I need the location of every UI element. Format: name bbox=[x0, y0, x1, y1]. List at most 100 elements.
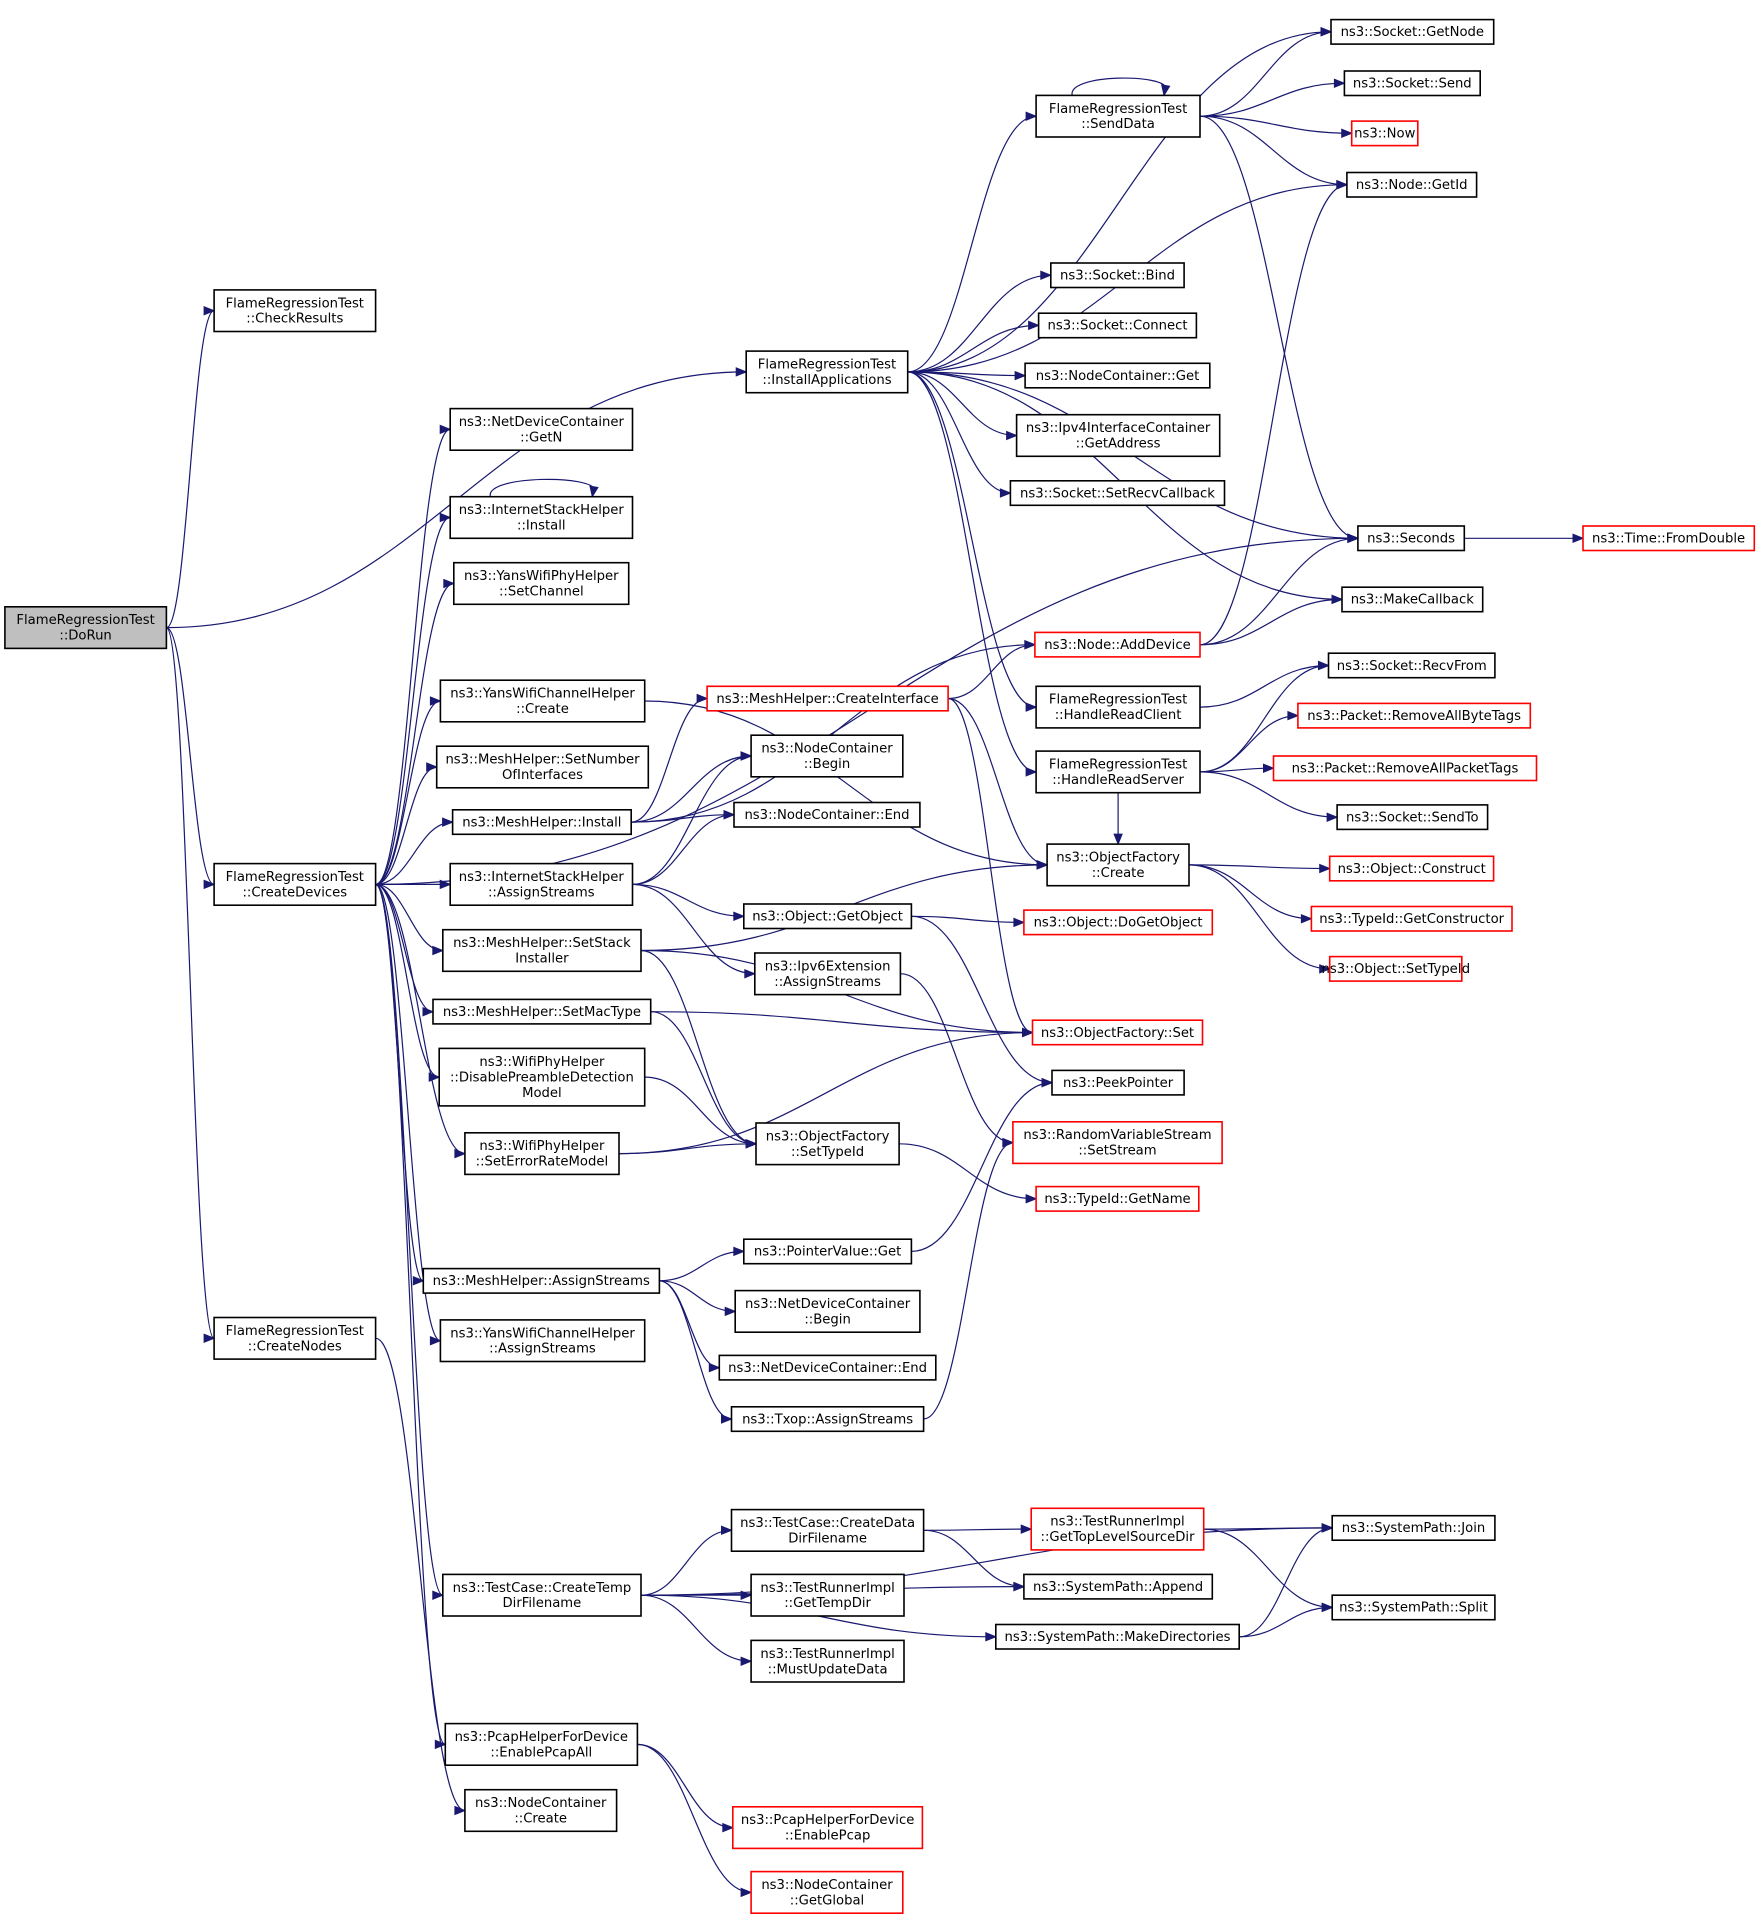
node-obj_construct[interactable]: ns3::Object::Construct bbox=[1328, 855, 1495, 882]
node-time_fromdouble[interactable]: ns3::Time::FromDouble bbox=[1582, 525, 1756, 552]
node-mh_setmac[interactable]: ns3::MeshHelper::SetMacType bbox=[432, 998, 652, 1025]
node-peekpointer[interactable]: ns3::PeekPointer bbox=[1051, 1069, 1185, 1096]
node-node_getid[interactable]: ns3::Node::GetId bbox=[1346, 171, 1478, 198]
node-node_adddevice[interactable]: ns3::Node::AddDevice bbox=[1034, 631, 1201, 658]
node-createdevices[interactable]: FlameRegressionTest::CreateDevices bbox=[213, 862, 377, 906]
edge-path bbox=[900, 973, 1013, 1144]
node-label: ns3::Socket::Connect bbox=[1047, 319, 1187, 334]
node-phfd_enable[interactable]: ns3::PcapHelperForDevice::EnablePcap bbox=[731, 1806, 924, 1850]
edge-arrowhead bbox=[733, 1246, 746, 1257]
node-wph_disable[interactable]: ns3::WifiPhyHelper::DisablePreambleDetec… bbox=[438, 1047, 646, 1107]
edge-path bbox=[1200, 115, 1347, 186]
node-label: ns3::SystemPath::Split bbox=[1339, 1601, 1488, 1616]
node-nc_getglobal[interactable]: ns3::NodeContainer::GetGlobal bbox=[750, 1870, 904, 1914]
node-sock_getnode[interactable]: ns3::Socket::GetNode bbox=[1330, 18, 1495, 45]
node-nc_begin[interactable]: ns3::NodeContainer::Begin bbox=[750, 734, 904, 778]
node-ywch_assign[interactable]: ns3::YansWifiChannelHelper::AssignStream… bbox=[439, 1319, 646, 1363]
node-label: ns3::WifiPhyHelper bbox=[479, 1139, 605, 1154]
node-ish_assign[interactable]: ns3::InternetStackHelper::AssignStreams bbox=[449, 862, 634, 906]
node-createnodes[interactable]: FlameRegressionTest::CreateNodes bbox=[213, 1316, 377, 1360]
node-tri_gettemp[interactable]: ns3::TestRunnerImpl::GetTempDir bbox=[750, 1573, 905, 1617]
node-senddata[interactable]: FlameRegressionTest::SendData bbox=[1035, 94, 1201, 138]
node-sp_makedirs[interactable]: ns3::SystemPath::MakeDirectories bbox=[994, 1623, 1240, 1650]
node-of_create[interactable]: ns3::ObjectFactory::Create bbox=[1046, 843, 1190, 887]
node-sp_split[interactable]: ns3::SystemPath::Split bbox=[1331, 1594, 1496, 1621]
node-label: ::GetTempDir bbox=[784, 1596, 871, 1611]
node-pkt_rmpacket[interactable]: ns3::Packet::RemoveAllPacketTags bbox=[1272, 755, 1538, 782]
node-box bbox=[441, 928, 642, 973]
node-pkt_rmbyte[interactable]: ns3::Packet::RemoveAllByteTags bbox=[1297, 702, 1532, 729]
node-mh_install[interactable]: ns3::MeshHelper::Install bbox=[451, 808, 633, 836]
node-obj_dogetobject[interactable]: ns3::Object::DoGetObject bbox=[1023, 909, 1214, 936]
node-phfd_enableall[interactable]: ns3::PcapHelperForDevice::EnablePcapAll bbox=[444, 1722, 639, 1766]
node-obj_getobject[interactable]: ns3::Object::GetObject bbox=[742, 903, 913, 930]
node-label: ns3::TypeId::GetConstructor bbox=[1319, 912, 1504, 927]
edge-arrowhead bbox=[454, 1805, 467, 1816]
node-obj_settypeid[interactable]: ns3::Object::SetTypeId bbox=[1322, 955, 1471, 982]
node-sp_append[interactable]: ns3::SystemPath::Append bbox=[1023, 1573, 1214, 1600]
node-label: ::SendData bbox=[1081, 117, 1155, 132]
node-label: ns3::MeshHelper::SetMacType bbox=[443, 1005, 641, 1020]
node-of_set[interactable]: ns3::ObjectFactory::Set bbox=[1031, 1019, 1204, 1046]
node-seconds[interactable]: ns3::Seconds bbox=[1357, 525, 1466, 552]
edge-createdevices-to-ywch_create bbox=[375, 696, 442, 885]
node-label: ns3::YansWifiChannelHelper bbox=[450, 1326, 635, 1341]
node-sock_setrecv[interactable]: ns3::Socket::SetRecvCallback bbox=[1009, 479, 1226, 507]
node-checkresults[interactable]: FlameRegressionTest::CheckResults bbox=[213, 289, 377, 333]
node-ndc_getn[interactable]: ns3::NetDeviceContainer::GetN bbox=[449, 407, 634, 452]
node-txop_assign[interactable]: ns3::Txop::AssignStreams bbox=[730, 1406, 925, 1433]
edge-txop_assign-to-rvs_setstream bbox=[923, 1137, 1015, 1420]
edge-arrowhead bbox=[1013, 1581, 1026, 1592]
node-tri_gettoplevel[interactable]: ns3::TestRunnerImpl::GetTopLevelSourceDi… bbox=[1030, 1507, 1205, 1551]
node-installapps[interactable]: FlameRegressionTest::InstallApplications bbox=[745, 350, 909, 394]
node-ndc_end[interactable]: ns3::NetDeviceContainer::End bbox=[718, 1354, 937, 1381]
node-nc_create[interactable]: ns3::NodeContainer::Create bbox=[464, 1788, 618, 1833]
node-makecallback[interactable]: ns3::MakeCallback bbox=[1341, 586, 1484, 613]
edge-path bbox=[907, 371, 1017, 437]
node-sock_bind[interactable]: ns3::Socket::Bind bbox=[1050, 262, 1185, 289]
node-typeid_getname[interactable]: ns3::TypeId::GetName bbox=[1035, 1185, 1200, 1212]
node-rvs_setstream[interactable]: ns3::RandomVariableStream::SetStream bbox=[1012, 1121, 1223, 1165]
node-handleclient[interactable]: FlameRegressionTest::HandleReadClient bbox=[1035, 685, 1201, 729]
node-label: FlameRegressionTest bbox=[1049, 693, 1187, 708]
node-mh_assign[interactable]: ns3::MeshHelper::AssignStreams bbox=[422, 1267, 661, 1294]
edge-path bbox=[375, 516, 451, 885]
node-ywch_create[interactable]: ns3::YansWifiChannelHelper::Create bbox=[439, 679, 646, 723]
node-mh_createif[interactable]: ns3::MeshHelper::CreateInterface bbox=[706, 685, 949, 712]
node-pv_get[interactable]: ns3::PointerValue::Get bbox=[742, 1238, 913, 1265]
node-sock_recvfrom[interactable]: ns3::Socket::RecvFrom bbox=[1327, 652, 1496, 679]
edge-path bbox=[1188, 864, 1330, 970]
node-ipv4ic_getaddr[interactable]: ns3::Ipv4InterfaceContainer::GetAddress bbox=[1015, 413, 1221, 458]
node-sp_join[interactable]: ns3::SystemPath::Join bbox=[1331, 1514, 1496, 1541]
edge-arrowhead bbox=[1022, 1027, 1034, 1038]
node-sock_connect[interactable]: ns3::Socket::Connect bbox=[1037, 312, 1198, 339]
node-box bbox=[1341, 586, 1484, 613]
node-ywph_setchannel[interactable]: ns3::YansWifiPhyHelper::SetChannel bbox=[452, 561, 630, 606]
node-ndc_begin[interactable]: ns3::NetDeviceContainer::Begin bbox=[734, 1289, 921, 1333]
edge-arrowhead bbox=[1326, 812, 1339, 822]
edge-arrowhead bbox=[744, 968, 757, 979]
edge-tri_gettoplevel-to-sp_split bbox=[1203, 1528, 1334, 1613]
node-ipv6ext_assign[interactable]: ns3::Ipv6Extension::AssignStreams bbox=[753, 952, 902, 996]
node-tri_mustupdate[interactable]: ns3::TestRunnerImpl::MustUpdateData bbox=[750, 1639, 905, 1683]
node-sock_sendto[interactable]: ns3::Socket::SendTo bbox=[1336, 804, 1489, 831]
edge-arrowhead bbox=[696, 693, 709, 704]
node-nodecont_get[interactable]: ns3::NodeContainer::Get bbox=[1024, 362, 1211, 389]
edge-arrowhead bbox=[1113, 833, 1123, 846]
node-of_settypeid[interactable]: ns3::ObjectFactory::SetTypeId bbox=[755, 1122, 900, 1166]
edge-path bbox=[1200, 184, 1347, 646]
node-wph_seterror[interactable]: ns3::WifiPhyHelper::SetErrorRateModel bbox=[464, 1132, 620, 1176]
edge-arrowhead bbox=[1025, 111, 1038, 121]
node-ns3_now[interactable]: ns3::Now bbox=[1350, 120, 1419, 147]
node-ish_install[interactable]: ns3::InternetStackHelper::Install bbox=[449, 495, 634, 540]
node-dorun[interactable]: FlameRegressionTest::DoRun bbox=[4, 605, 168, 650]
node-typeid_getctor[interactable]: ns3::TypeId::GetConstructor bbox=[1310, 905, 1513, 932]
node-sock_send[interactable]: ns3::Socket::Send bbox=[1343, 70, 1482, 97]
node-handleserver[interactable]: FlameRegressionTest::HandleReadServer bbox=[1035, 750, 1201, 794]
edge-arrowhead bbox=[589, 485, 599, 499]
node-nc_end[interactable]: ns3::NodeContainer::End bbox=[733, 801, 921, 828]
